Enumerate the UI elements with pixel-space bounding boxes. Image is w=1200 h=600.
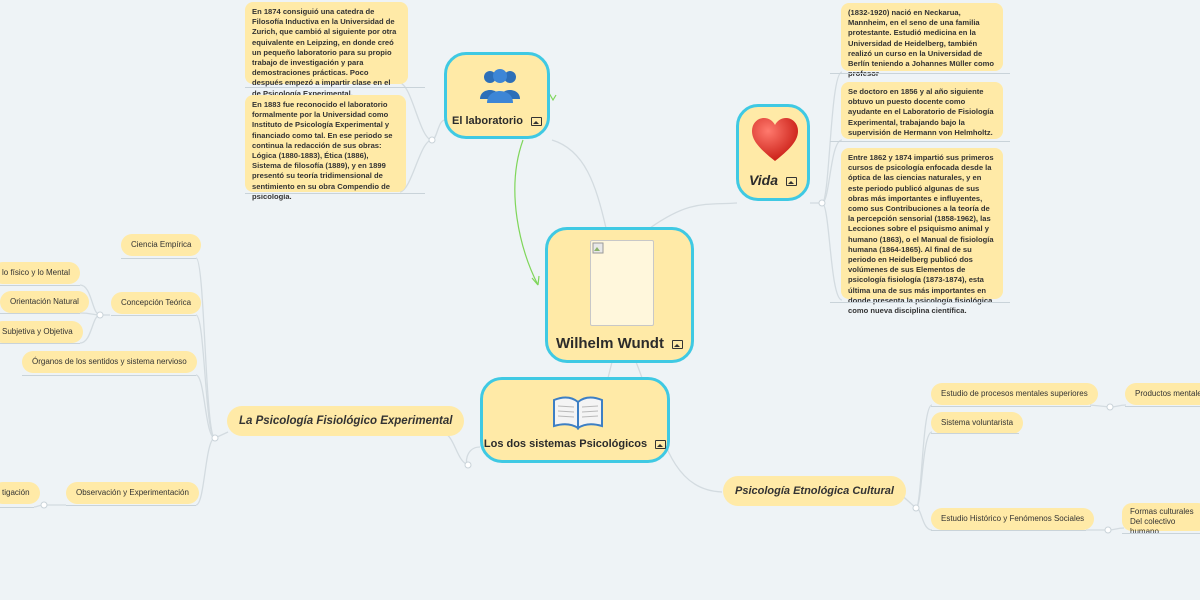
laboratorio-topic[interactable]: El laboratorio xyxy=(444,52,550,139)
concepcion-teorica[interactable]: Concepción Teórica xyxy=(111,292,202,314)
image-icon xyxy=(530,116,542,126)
sistemas-title: Los dos sistemas Psicológicos xyxy=(483,438,648,450)
orientacion-natural[interactable]: Orientación Natural xyxy=(0,291,89,313)
ciencia-empirica[interactable]: Ciencia Empírica xyxy=(121,234,202,256)
laboratorio-note-1[interactable]: En 1874 consiguió una catedra de Filosof… xyxy=(245,2,408,98)
people-icon xyxy=(480,69,520,103)
subjetiva-objetiva[interactable]: Subjetiva y Objetiva xyxy=(0,321,83,343)
productos-mentales[interactable]: Productos mentales xyxy=(1125,383,1200,405)
etnologica-topic[interactable]: Psicología Etnológica Cultural xyxy=(723,476,906,506)
central-topic[interactable]: Wilhelm Wundt xyxy=(545,227,694,363)
laboratorio-title: El laboratorio xyxy=(452,115,523,127)
heart-icon xyxy=(752,118,798,161)
formas-culturales[interactable]: Formas culturales Del colectivo humano xyxy=(1122,503,1200,536)
organos-sentidos[interactable]: Órganos de los sentidos y sistema nervio… xyxy=(22,351,197,373)
sistema-voluntarista[interactable]: Sistema voluntarista xyxy=(931,412,1024,434)
vida-title: Vida xyxy=(748,172,779,188)
central-title: Wilhelm Wundt xyxy=(556,335,664,352)
image-icon xyxy=(655,439,667,449)
vida-topic[interactable]: Vida xyxy=(736,104,810,201)
image-icon xyxy=(671,339,683,349)
fisico-mental[interactable]: lo físico y lo Mental xyxy=(0,262,81,284)
laboratorio-note-2[interactable]: En 1883 fue reconocido el laboratorio fo… xyxy=(245,95,406,201)
sistemas-topic[interactable]: Los dos sistemas Psicológicos xyxy=(480,377,670,463)
vida-note-1[interactable]: (1832-1920) nació en Neckarua, Mannheim,… xyxy=(841,3,1003,78)
observacion-experimentacion[interactable]: Observación y Experimentación xyxy=(66,482,199,504)
procesos-mentales[interactable]: Estudio de procesos mentales superiores xyxy=(931,383,1098,405)
fisiologica-topic[interactable]: La Psicología Fisiológico Experimental xyxy=(227,406,465,436)
broken-image-icon xyxy=(592,242,604,254)
vida-note-2[interactable]: Se doctoro en 1856 y al año siguiente ob… xyxy=(841,82,1003,139)
portrait-image-placeholder xyxy=(590,240,654,326)
image-icon xyxy=(786,176,798,186)
open-book-icon xyxy=(553,396,603,430)
estudio-historico[interactable]: Estudio Histórico y Fenómenos Sociales xyxy=(931,508,1095,530)
vida-note-3[interactable]: Entre 1862 y 1874 impartió sus primeros … xyxy=(841,148,1003,315)
investigacion[interactable]: tigación xyxy=(0,482,40,504)
